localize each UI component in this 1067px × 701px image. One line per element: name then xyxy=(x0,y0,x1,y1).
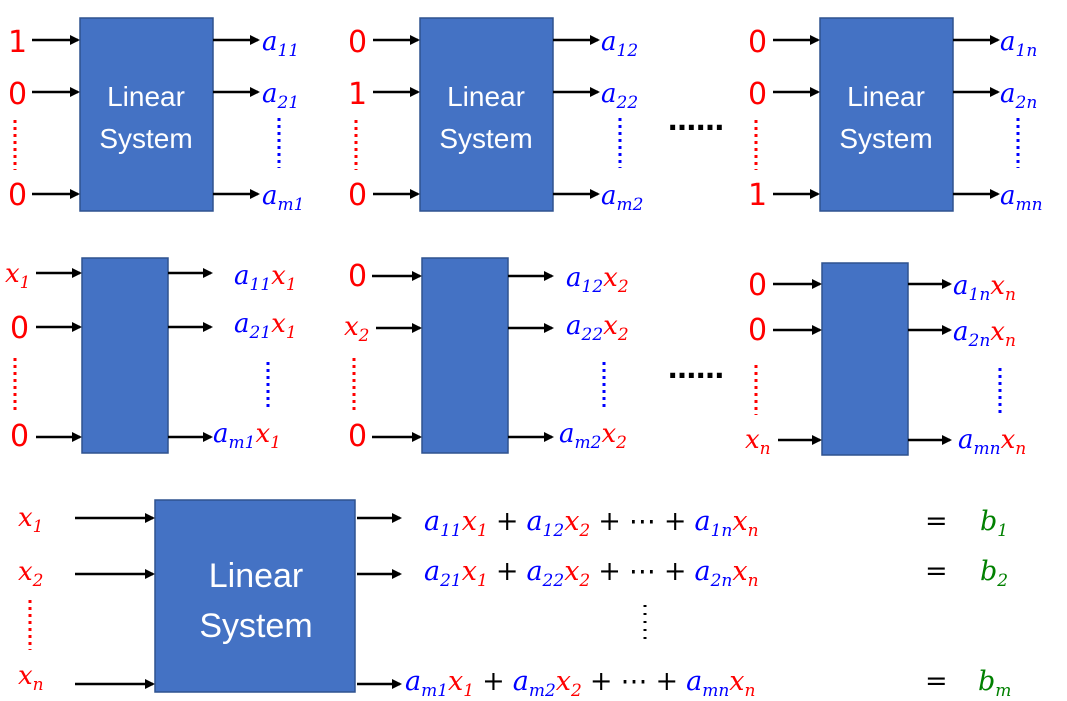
equation-rhs: b1 xyxy=(980,506,1008,541)
output-product: a11x1 xyxy=(234,261,297,295)
system-box xyxy=(421,257,509,454)
box-label-linear: Linear xyxy=(847,81,925,112)
top-panel-2: Linear System 0 1 0 a12 a22 am2 xyxy=(348,17,643,215)
input-value: 0 xyxy=(8,77,27,112)
box-label-system: System xyxy=(439,123,532,154)
horizontal-ellipsis: …… xyxy=(668,352,724,385)
input-value: 1 xyxy=(348,77,367,112)
box-label-linear: Linear xyxy=(209,557,304,595)
linear-system-box xyxy=(79,17,214,212)
input-value: x2 xyxy=(344,312,370,346)
input-value: 1 xyxy=(748,178,767,213)
output-product: a1nxn xyxy=(953,271,1016,305)
output-coefficient: a1n xyxy=(1000,27,1037,61)
input-value: 0 xyxy=(348,419,367,454)
input-value: 0 xyxy=(10,419,29,454)
output-coefficient: a12 xyxy=(601,27,638,61)
input-variable: x2 xyxy=(18,557,44,591)
box-label-linear: Linear xyxy=(107,81,185,112)
box-label-system: System xyxy=(99,123,192,154)
output-product: a22x2 xyxy=(566,311,629,345)
equals-sign: = xyxy=(925,556,948,587)
output-coefficient: am1 xyxy=(262,181,304,215)
box-label-system: System xyxy=(839,123,932,154)
middle-panel-2: 0 x2 0 a12x2 a22x2 am2x2 xyxy=(344,257,629,454)
equation-rhs: b2 xyxy=(980,556,1008,591)
output-coefficient: a21 xyxy=(262,79,299,113)
output-coefficient: am2 xyxy=(601,181,643,215)
equals-sign: = xyxy=(925,666,948,697)
input-variable: xn xyxy=(18,661,44,695)
linear-system-box xyxy=(419,17,554,212)
input-value: 0 xyxy=(748,25,767,60)
linear-system-box xyxy=(154,499,356,693)
equation-row-2: a21x1+a22x2+⋯+a2nxn = b2 xyxy=(424,556,1008,591)
output-product: a2nxn xyxy=(953,317,1016,351)
output-coefficient: a11 xyxy=(262,27,299,61)
input-value: 0 xyxy=(748,77,767,112)
box-label-system: System xyxy=(199,607,312,645)
output-product: amnxn xyxy=(958,425,1026,459)
input-value: 1 xyxy=(8,25,27,60)
equation-lhs: a11x1+a12x2+⋯+a1nxn xyxy=(424,506,759,541)
output-product: a21x1 xyxy=(234,309,297,343)
system-box xyxy=(81,257,169,454)
equals-sign: = xyxy=(925,506,948,537)
equation-lhs: a21x1+a22x2+⋯+a2nxn xyxy=(424,556,759,591)
equation-lhs: am1x1+am2x2+⋯+amnxn xyxy=(405,666,755,701)
box-label-linear: Linear xyxy=(447,81,525,112)
input-value: x1 xyxy=(5,259,31,293)
input-value: 0 xyxy=(8,178,27,213)
output-product: am2x2 xyxy=(559,419,627,453)
bottom-panel: Linear System x1 x2 xn xyxy=(18,499,402,695)
equation-row-1: a11x1+a12x2+⋯+a1nxn = b1 xyxy=(424,506,1008,541)
equation-row-m: am1x1+am2x2+⋯+amnxn = bm xyxy=(405,666,1011,701)
input-value: xn xyxy=(745,425,771,459)
middle-panel-1: x1 0 0 a11x1 a21x1 am1x1 xyxy=(5,257,297,454)
input-value: 0 xyxy=(10,311,29,346)
output-product: am1x1 xyxy=(213,419,281,453)
input-value: 0 xyxy=(348,178,367,213)
input-variable: x1 xyxy=(18,503,44,537)
output-product: a12x2 xyxy=(566,263,629,297)
input-value: 0 xyxy=(348,259,367,294)
output-coefficient: a2n xyxy=(1000,79,1037,113)
equation-rhs: bm xyxy=(978,666,1011,701)
output-coefficient: a22 xyxy=(601,79,638,113)
output-coefficient: amn xyxy=(1000,181,1043,215)
input-value: 0 xyxy=(748,313,767,348)
input-value: 0 xyxy=(748,268,767,303)
linear-system-box xyxy=(819,17,954,212)
system-box xyxy=(821,262,909,456)
horizontal-ellipsis: …… xyxy=(668,104,724,137)
input-value: 0 xyxy=(348,25,367,60)
top-panel-3: Linear System 0 0 1 a1n a2n amn xyxy=(748,17,1043,215)
top-panel-1: Linear System 1 0 0 a11 a21 am1 xyxy=(8,17,304,215)
middle-panel-3: 0 0 xn a1nxn a2nxn amnxn xyxy=(745,262,1026,459)
